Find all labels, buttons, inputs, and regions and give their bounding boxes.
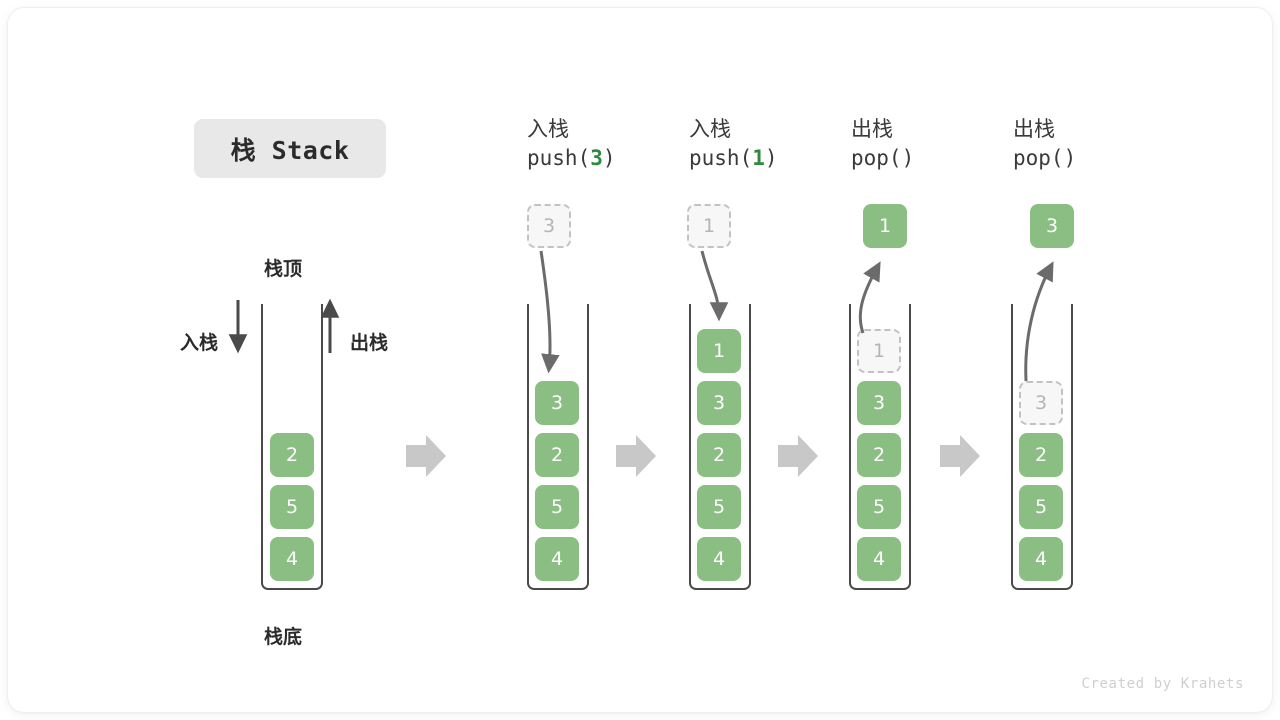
step-transition-arrow-icon <box>406 435 446 477</box>
step-code-label: push(1) <box>689 145 778 170</box>
stack-node: 2 <box>270 433 314 477</box>
stack-node: 4 <box>857 537 901 581</box>
step-code-label: push(3) <box>527 145 616 170</box>
stack-node: 4 <box>270 537 314 581</box>
stack-node: 3 <box>1019 381 1063 425</box>
stack-node: 2 <box>1019 433 1063 477</box>
watermark: Created by Krahets <box>1081 676 1244 692</box>
step-header: 入栈 push(1) <box>689 115 778 173</box>
initial-push-label: 入栈 <box>180 332 219 354</box>
step-code-label: pop() <box>1013 145 1077 170</box>
stack-node: 5 <box>697 485 741 529</box>
step-transition-arrow-icon <box>940 435 980 477</box>
diagram-card: 栈 Stack 栈顶 入栈 出栈 栈底 2 5 4 入栈 push(3) 3 3… <box>8 8 1272 712</box>
stack-node: 2 <box>697 433 741 477</box>
floating-node: 1 <box>863 204 907 248</box>
step-cn-label: 出栈 <box>851 117 893 141</box>
stack-node: 5 <box>857 485 901 529</box>
stack-container <box>527 304 589 590</box>
step-header: 入栈 push(3) <box>527 115 616 173</box>
initial-stack-container <box>261 304 323 590</box>
arrow-layer <box>228 250 1054 477</box>
page-title: 栈 Stack <box>230 135 350 165</box>
step-header: 出栈 pop() <box>851 115 914 173</box>
step-cn-label: 入栈 <box>527 117 569 141</box>
stack-node: 5 <box>1019 485 1063 529</box>
stack-node: 1 <box>857 329 901 373</box>
step-cn-label: 入栈 <box>689 117 731 141</box>
stack-bottom-label: 栈底 <box>264 626 303 648</box>
step-cn-label: 出栈 <box>1013 117 1055 141</box>
stack-node: 4 <box>697 537 741 581</box>
stack-node: 3 <box>535 381 579 425</box>
floating-node: 3 <box>527 204 571 248</box>
stack-node: 5 <box>270 485 314 529</box>
initial-pop-label: 出栈 <box>350 332 389 354</box>
stack-node: 4 <box>535 537 579 581</box>
stack-node: 1 <box>697 329 741 373</box>
step-transition-arrow-icon <box>778 435 818 477</box>
stack-container <box>689 304 751 590</box>
floating-node: 1 <box>687 204 731 248</box>
floating-node: 3 <box>1030 204 1074 248</box>
stack-node: 3 <box>857 381 901 425</box>
stack-node: 4 <box>1019 537 1063 581</box>
stack-node: 2 <box>535 433 579 477</box>
step-code-label: pop() <box>851 145 915 170</box>
step-transition-arrow-icon <box>616 435 656 477</box>
diagram-title-pill: 栈 Stack <box>194 119 386 178</box>
stack-top-label: 栈顶 <box>264 258 303 280</box>
stack-container <box>1011 304 1073 590</box>
stack-node: 2 <box>857 433 901 477</box>
step-header: 出栈 pop() <box>1013 115 1076 173</box>
stack-node: 3 <box>697 381 741 425</box>
stack-node: 5 <box>535 485 579 529</box>
stack-container <box>849 304 911 590</box>
